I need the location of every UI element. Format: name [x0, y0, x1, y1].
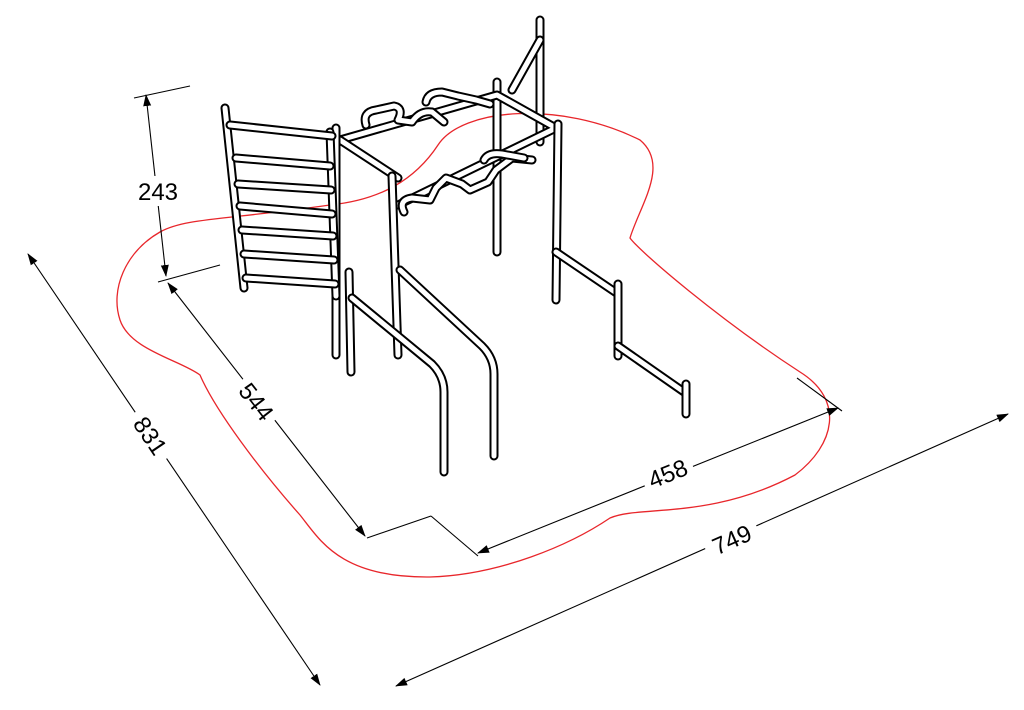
- dimension-overall-width: 749: [395, 413, 1009, 687]
- pushup-bar: [551, 247, 691, 419]
- dimension-height-label: 243: [138, 179, 178, 206]
- monkey-bars: [335, 87, 561, 217]
- calisthenics-frame: [220, 15, 691, 477]
- dimension-overall-length: 831: [27, 253, 321, 686]
- dip-bars: [347, 265, 499, 477]
- wall-bars: [220, 103, 341, 301]
- safety-zone-outline: [116, 112, 831, 578]
- dimension-height: 243: [132, 85, 221, 283]
- dimension-depth: 544: [167, 282, 432, 539]
